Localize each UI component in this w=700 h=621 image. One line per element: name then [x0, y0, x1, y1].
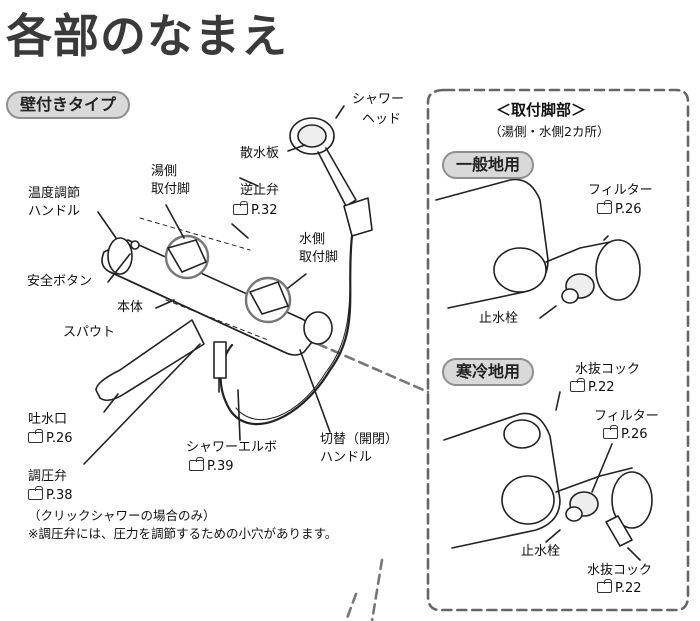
ref-regulator-page: P.38: [46, 488, 73, 503]
callout-line-upper: [316, 342, 430, 394]
page-ref-icon: [597, 200, 612, 214]
callout-line-lower: [344, 592, 358, 621]
mount-panel-border: [426, 88, 690, 612]
ref-shower-elbow: P.39: [189, 457, 234, 475]
label-switch-handle-line2: ハンドル: [320, 450, 373, 465]
ref-drain-cock-bottom: P.22: [597, 579, 642, 597]
label-safety-button: 安全ボタン: [27, 274, 93, 289]
ref-outlet: P.26: [28, 429, 73, 447]
label-cold-leg-line1: 水側: [299, 232, 326, 247]
page-title: 各部のなまえ: [6, 9, 288, 63]
label-regulator: 調圧弁: [28, 469, 68, 484]
ref-filter-cold-page: P.26: [621, 427, 648, 442]
label-outlet: 吐水口: [28, 412, 68, 427]
label-shower-elbow: シャワーエルボ: [186, 440, 278, 455]
label-temp-handle-line1: 温度調節: [28, 186, 81, 201]
shower-head-drawing: [289, 117, 373, 237]
ref-shower-elbow-page: P.39: [207, 459, 234, 474]
label-temp-handle-line2: ハンドル: [28, 204, 81, 219]
page-ref-icon: [597, 579, 612, 593]
page-ref-icon: [189, 457, 204, 471]
ref-filter-cold: P.26: [603, 425, 648, 443]
ref-regulator: P.38: [28, 486, 73, 504]
ref-filter-general: P.26: [597, 200, 642, 218]
note-regulator-hole: ※調圧弁には、圧力を調節するための小穴があります。: [28, 526, 338, 541]
ref-check-valve: P.32: [233, 201, 278, 219]
page-ref-icon: [28, 429, 43, 443]
cold-mount-drawing: [443, 391, 653, 561]
label-spray-plate: 散水板: [240, 146, 280, 161]
ref-check-valve-page: P.32: [251, 203, 278, 218]
label-filter-general: フィルター: [588, 183, 653, 198]
label-spout: スパウト: [63, 325, 116, 340]
faucet-body-drawing: [101, 234, 333, 393]
label-drain-cock-top: 水抜コック: [575, 362, 641, 377]
spout-drawing: [95, 319, 205, 402]
label-filter-cold: フィルター: [594, 409, 659, 424]
shower-hose: [219, 234, 354, 426]
ref-drain-cock-top: P.22: [570, 378, 615, 396]
label-hot-leg-line2: 取付脚: [151, 182, 191, 197]
note-click-shower: （クリックシャワーの場合のみ）: [28, 508, 216, 523]
mount-heading: ＜取付脚部＞: [496, 101, 587, 119]
label-shower-head-line1: シャワー: [352, 92, 405, 107]
ref-filter-general-page: P.26: [615, 202, 642, 217]
label-body: 本体: [117, 300, 144, 315]
ref-outlet-page: P.26: [46, 431, 73, 446]
label-drain-cock-bottom: 水抜コック: [587, 563, 653, 578]
label-check-valve: 逆止弁: [240, 183, 280, 198]
page-ref-icon: [233, 201, 248, 215]
ref-drain-cock-top-page: P.22: [588, 380, 615, 395]
label-hot-leg-line1: 湯側: [151, 164, 178, 179]
ref-drain-cock-bottom-page: P.22: [615, 581, 642, 596]
label-cold-leg-line2: 取付脚: [299, 250, 339, 265]
label-shower-head-line2: ヘッド: [362, 112, 402, 127]
general-use-pill: 一般地用: [442, 151, 535, 179]
page-ref-icon: [603, 425, 618, 439]
cold-region-pill: 寒冷地用: [442, 358, 535, 386]
label-stop-valve-general: 止水栓: [479, 311, 519, 326]
type-label-pill: 壁付きタイプ: [6, 91, 131, 119]
general-mount-drawing: [435, 178, 641, 319]
page-ref-icon: [28, 486, 43, 500]
label-switch-handle-line1: 切替（開閉）: [320, 432, 399, 447]
callout-line-lower-2: [370, 558, 384, 621]
label-stop-valve-cold: 止水栓: [521, 544, 561, 559]
page-ref-icon: [570, 378, 585, 392]
mount-subheading: （湯側・水側2カ所）: [489, 124, 610, 139]
